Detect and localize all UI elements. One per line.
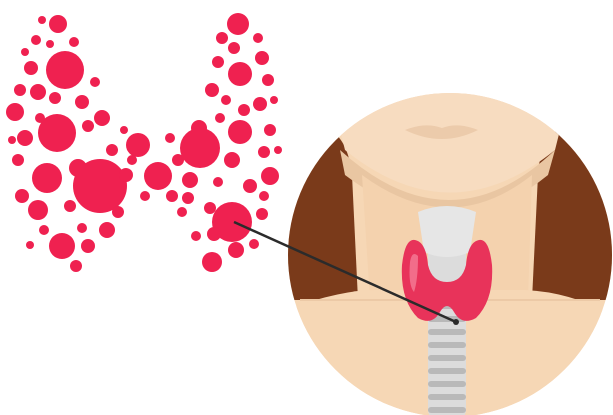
thyroid-dot — [46, 51, 84, 89]
thyroid-dot — [224, 152, 240, 168]
thyroid-dot — [49, 233, 75, 259]
thyroid-dot — [270, 96, 278, 104]
thyroid-dot — [106, 144, 118, 156]
thyroid-dot — [21, 48, 29, 56]
thyroid-dot — [8, 136, 16, 144]
thyroid-dot — [30, 84, 46, 100]
thyroid-dot — [264, 124, 276, 136]
trachea-ring — [428, 407, 466, 413]
thyroid-dot — [99, 222, 115, 238]
thyroid-dot — [15, 189, 29, 203]
pointer-end-dot — [453, 319, 459, 325]
thyroid-dot — [258, 146, 270, 158]
thyroid-dot — [70, 260, 82, 272]
trachea-ring — [428, 394, 466, 400]
thyroid-dot — [64, 200, 76, 212]
thyroid-dot — [228, 120, 252, 144]
thyroid-dot — [31, 35, 41, 45]
thyroid-dot — [213, 177, 223, 187]
thyroid-dot — [26, 241, 34, 249]
thyroid-dot — [6, 103, 24, 121]
thyroid-dot — [253, 33, 263, 43]
thyroid-dot — [38, 16, 46, 24]
thyroid-dot — [215, 113, 225, 123]
thyroid-dot — [32, 163, 62, 193]
thyroid-dot — [243, 179, 257, 193]
thyroid-dot — [28, 200, 48, 220]
thyroid-dot-cluster — [6, 13, 282, 272]
thyroid-dot — [120, 126, 128, 134]
thyroid-dot — [94, 110, 110, 126]
thyroid-dot — [75, 95, 89, 109]
thyroid-dot — [253, 97, 267, 111]
thyroid-dot — [12, 154, 24, 166]
thyroid-dot — [49, 92, 61, 104]
thyroid-dot — [112, 206, 124, 218]
thyroid-dot — [144, 162, 172, 190]
thyroid-dot — [202, 252, 222, 272]
thyroid-dot — [205, 83, 219, 97]
thyroid-dot — [256, 208, 268, 220]
thyroid-dot — [39, 225, 49, 235]
thyroid-dot — [140, 191, 150, 201]
thyroid-dot — [90, 77, 100, 87]
thyroid-dot — [69, 37, 79, 47]
thyroid-dot — [212, 56, 224, 68]
trachea-ring — [428, 368, 466, 374]
thyroid-dot — [228, 242, 244, 258]
thyroid-dot — [180, 128, 220, 168]
thyroid-dot — [165, 133, 175, 143]
thyroid-dot — [262, 74, 274, 86]
thyroid-dot — [255, 51, 269, 65]
thyroid-dot — [191, 231, 201, 241]
thyroid-dot — [38, 114, 76, 152]
thyroid-dot — [261, 167, 279, 185]
thyroid-dot — [126, 133, 150, 157]
thyroid-dot — [249, 239, 259, 249]
thyroid-dot — [49, 15, 67, 33]
thyroid-dot — [216, 32, 228, 44]
thyroid-dot — [238, 104, 250, 116]
thyroid-dot — [228, 62, 252, 86]
thyroid-dot — [46, 40, 54, 48]
thyroid-dot — [166, 190, 178, 202]
thyroid-dot — [221, 95, 231, 105]
trachea-ring — [428, 355, 466, 361]
thyroid-dot — [81, 239, 95, 253]
thyroid-dot — [227, 13, 249, 35]
thyroid-dot — [259, 191, 269, 201]
thyroid-dot — [177, 207, 187, 217]
thyroid-dot — [119, 168, 133, 182]
thyroid-dot — [82, 120, 94, 132]
larynx — [418, 206, 476, 257]
thyroid-dot — [274, 146, 282, 154]
thyroid-dot — [77, 223, 87, 233]
trachea-ring — [428, 381, 466, 387]
thyroid-dot — [182, 192, 194, 204]
thyroid-dot — [24, 61, 38, 75]
thyroid-dot — [14, 84, 26, 96]
neck-closeup-circle — [285, 90, 613, 415]
thyroid-dot — [182, 172, 198, 188]
thyroid-dot — [204, 202, 216, 214]
thyroid-dot — [127, 155, 137, 165]
thyroid-dot — [17, 130, 33, 146]
thyroid-dot — [73, 159, 127, 213]
thyroid-dot — [228, 42, 240, 54]
trachea-ring — [428, 342, 466, 348]
thyroid-dot — [207, 227, 221, 241]
trachea-ring — [428, 329, 466, 335]
